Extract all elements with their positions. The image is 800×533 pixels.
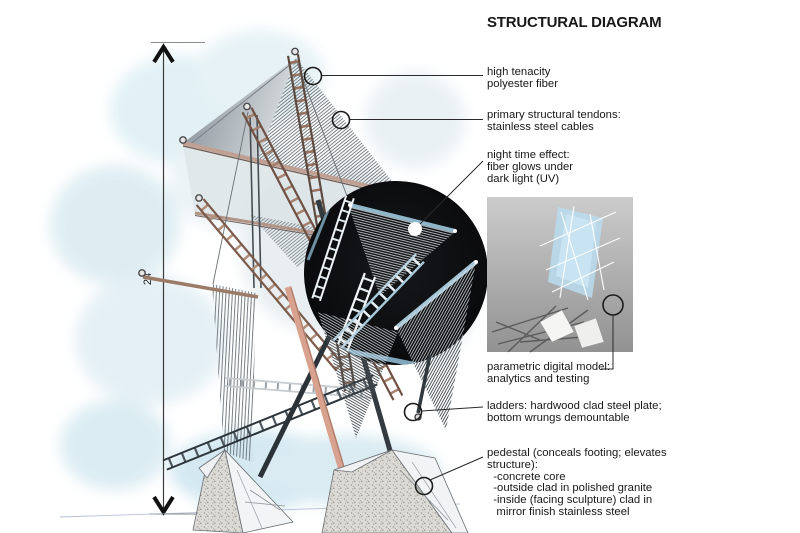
leader-markers bbox=[303, 66, 624, 496]
marker-night-dot bbox=[408, 222, 422, 236]
annotation-ladders: ladders: hardwood clad steel plate; bott… bbox=[487, 400, 662, 424]
marker-tendons bbox=[331, 110, 351, 130]
marker-fiber bbox=[303, 66, 323, 86]
marker-ladders bbox=[403, 402, 423, 422]
leader-lines bbox=[321, 75, 614, 481]
annotation-model: parametric digital model: analytics and … bbox=[487, 361, 611, 385]
marker-model bbox=[602, 294, 624, 316]
pedestal-rock-left bbox=[192, 448, 294, 533]
bottom-rail bbox=[416, 354, 432, 414]
pedestal bbox=[59, 448, 469, 533]
eyelet-hooks bbox=[138, 47, 299, 277]
fan-continuations bbox=[318, 262, 476, 438]
fiber-fan-top bbox=[188, 58, 402, 194]
annotation-night: night time effect: fiber glows under dar… bbox=[487, 149, 574, 185]
annotation-fiber: high tenacity polyester fiber bbox=[487, 66, 558, 90]
page-title: STRUCTURAL DIAGRAM bbox=[487, 14, 662, 31]
annotation-tendons: primary structural tendons: stainless st… bbox=[487, 109, 621, 133]
annotation-pedestal: pedestal (conceals footing; elevates str… bbox=[487, 447, 667, 518]
marker-pedestal bbox=[414, 476, 434, 496]
gray-sail bbox=[183, 58, 296, 159]
digital-model-inset bbox=[487, 197, 633, 353]
ladder-c bbox=[195, 198, 345, 372]
fiber-fan-left bbox=[212, 284, 256, 462]
ladder-dark-diagonal bbox=[162, 374, 378, 471]
